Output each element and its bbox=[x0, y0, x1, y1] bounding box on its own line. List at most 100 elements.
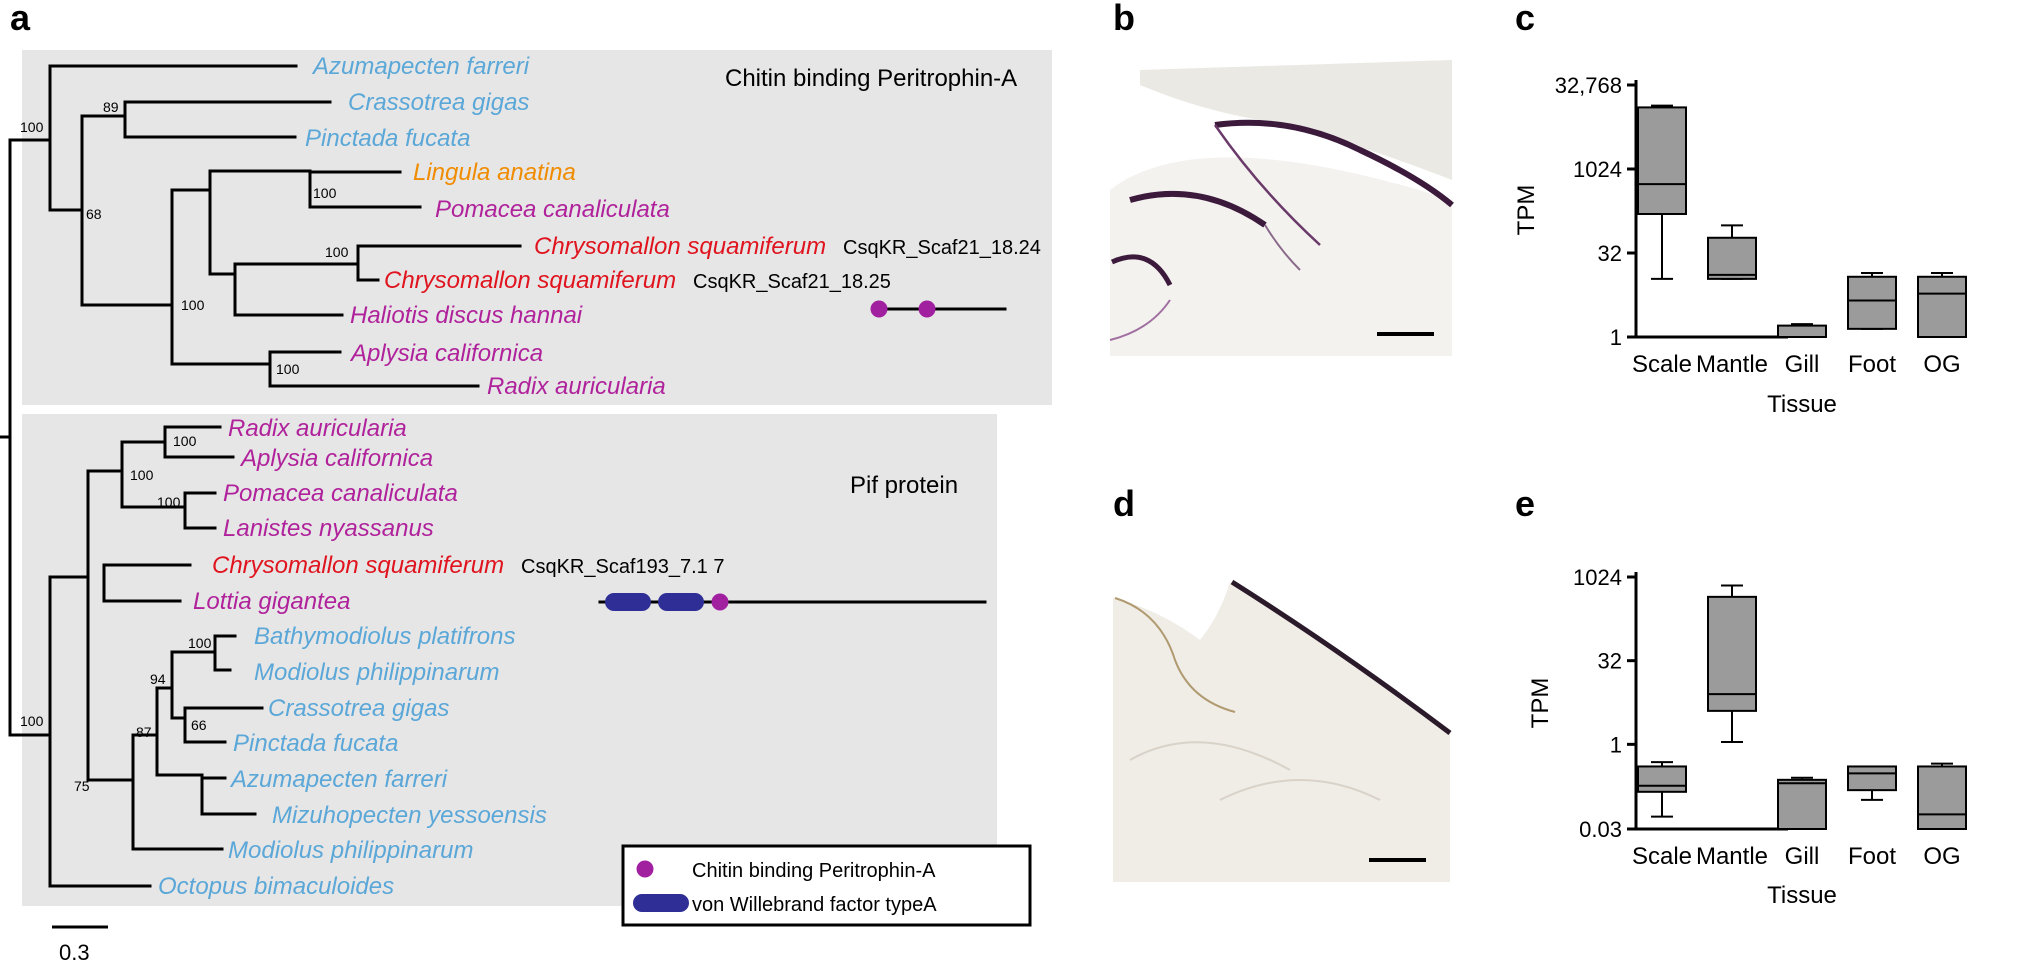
gene-id: CsqKR_Scaf193_7.1 7 bbox=[521, 556, 724, 578]
domain-legend: Chitin binding Peritrophin-A von Willebr… bbox=[621, 844, 1032, 927]
bootstrap-value: 100 bbox=[325, 244, 349, 260]
box bbox=[1847, 765, 1897, 792]
y-axis-label: TPM bbox=[1527, 678, 1554, 729]
peritrophin-legend-icon bbox=[636, 860, 654, 878]
peritrophin-domain-pif bbox=[711, 593, 729, 611]
x-axis-label: Tissue bbox=[1767, 391, 1837, 418]
bootstrap-value: 89 bbox=[103, 99, 119, 115]
taxon-label: Aplysia californica bbox=[349, 340, 543, 367]
taxon-label: Radix auricularia bbox=[487, 373, 666, 400]
y-tick-label: 1024 bbox=[1573, 565, 1622, 590]
bootstrap-value: 68 bbox=[86, 206, 102, 222]
taxon-label: Pomacea canaliculata bbox=[223, 480, 458, 507]
box bbox=[1637, 106, 1687, 215]
y-tick-label: 32,768 bbox=[1555, 73, 1622, 98]
taxon-label: Modiolus philippinarum bbox=[254, 659, 499, 686]
taxon-label: Chrysomallon squamiferum bbox=[212, 552, 504, 579]
x-tick-label: OG bbox=[1923, 843, 1960, 870]
gene-id: CsqKR_Scaf21_18.25 bbox=[693, 271, 891, 293]
tree-branches bbox=[0, 64, 1007, 888]
x-tick-label: Mantle bbox=[1696, 843, 1768, 870]
taxon-label: Pomacea canaliculata bbox=[435, 196, 670, 223]
histology-image-b bbox=[1109, 60, 1454, 356]
taxon-label: Aplysia californica bbox=[239, 445, 433, 472]
bootstrap-value: 66 bbox=[191, 717, 207, 733]
taxon-label: Chrysomallon squamiferum bbox=[534, 233, 826, 260]
vwa-domain-2 bbox=[658, 593, 704, 611]
bootstrap-value: 100 bbox=[276, 361, 300, 377]
bootstrap-value: 100 bbox=[181, 297, 205, 313]
x-tick-label: Gill bbox=[1785, 351, 1820, 378]
taxon-label: Chrysomallon squamiferum bbox=[384, 267, 676, 294]
taxon-label: Azumapecten farreri bbox=[311, 53, 530, 80]
x-tick-label: Foot bbox=[1848, 843, 1896, 870]
bootstrap-value: 100 bbox=[173, 433, 197, 449]
clade-label-peritrophin: Chitin binding Peritrophin-A bbox=[725, 65, 1017, 92]
taxon-label: Lanistes nyassanus bbox=[223, 515, 434, 542]
x-tick-label: OG bbox=[1923, 351, 1960, 378]
taxon-label: Radix auricularia bbox=[228, 415, 407, 442]
taxon-label: Azumapecten farreri bbox=[229, 766, 448, 793]
clade-bg-peritrophin bbox=[22, 50, 1052, 405]
vwa-legend-icon bbox=[633, 894, 689, 912]
scale-bar-label: 0.3 bbox=[59, 940, 90, 963]
y-tick-label: 0.03 bbox=[1579, 817, 1622, 842]
clade-label-pif: Pif protein bbox=[850, 472, 958, 499]
gene-id: CsqKR_Scaf21_18.24 bbox=[843, 237, 1041, 259]
y-axis-label: TPM bbox=[1513, 185, 1540, 236]
box bbox=[1917, 765, 1967, 830]
panel-label-a: a bbox=[10, 0, 31, 38]
box bbox=[1917, 275, 1967, 339]
panel-label-e: e bbox=[1515, 483, 1535, 524]
taxon-label: Crassotrea gigas bbox=[348, 89, 529, 116]
taxon-label: Lingula anatina bbox=[413, 159, 576, 186]
box bbox=[1707, 236, 1757, 280]
peritrophin-domain-2 bbox=[918, 300, 936, 318]
bootstrap-value: 100 bbox=[313, 185, 337, 201]
bootstrap-value: 100 bbox=[20, 119, 44, 135]
x-axis-label: Tissue bbox=[1767, 882, 1837, 909]
y-tick-label: 1024 bbox=[1573, 157, 1622, 182]
panel-label-c: c bbox=[1515, 0, 1535, 38]
taxon-label: Octopus bimaculoides bbox=[158, 873, 394, 900]
y-tick-label: 32 bbox=[1598, 649, 1622, 674]
box bbox=[1847, 275, 1897, 330]
legend-label-peritrophin: Chitin binding Peritrophin-A bbox=[692, 860, 936, 882]
taxon-label: Pinctada fucata bbox=[305, 125, 470, 152]
taxon-label: Lottia gigantea bbox=[193, 588, 350, 615]
taxon-label: Modiolus philippinarum bbox=[228, 837, 473, 864]
panel-label-d: d bbox=[1113, 483, 1135, 524]
bootstrap-value: 100 bbox=[157, 494, 181, 510]
x-tick-label: Scale bbox=[1632, 843, 1692, 870]
x-tick-label: Mantle bbox=[1696, 351, 1768, 378]
box bbox=[1777, 778, 1827, 830]
bootstrap-value: 87 bbox=[136, 724, 152, 740]
bootstrap-values: 89 100 68 100 100 100 100 100 100 100 10… bbox=[20, 99, 349, 794]
taxon-label: Bathymodiolus platifrons bbox=[254, 623, 515, 650]
bootstrap-value: 94 bbox=[150, 671, 166, 687]
panel-label-b: b bbox=[1113, 0, 1135, 38]
taxon-label: Haliotis discus hannai bbox=[350, 302, 583, 329]
bootstrap-value: 100 bbox=[20, 713, 44, 729]
peritrophin-domain-1 bbox=[870, 300, 888, 318]
bootstrap-value: 100 bbox=[130, 467, 154, 483]
bootstrap-value: 100 bbox=[188, 635, 212, 651]
box bbox=[1777, 324, 1827, 339]
box bbox=[1707, 595, 1757, 712]
x-tick-label: Foot bbox=[1848, 351, 1896, 378]
x-tick-label: Gill bbox=[1785, 843, 1820, 870]
box bbox=[1637, 765, 1687, 793]
y-tick-label: 32 bbox=[1598, 241, 1622, 266]
taxon-labels: Azumapecten farreri Crassotrea gigas Pin… bbox=[158, 53, 1041, 900]
bootstrap-value: 75 bbox=[74, 778, 90, 794]
x-tick-label: Scale bbox=[1632, 351, 1692, 378]
vwa-domain-1 bbox=[605, 593, 651, 611]
taxon-label: Crassotrea gigas bbox=[268, 695, 449, 722]
legend-label-vwa: von Willebrand factor typeA bbox=[692, 894, 937, 916]
y-tick-label: 1 bbox=[1610, 325, 1622, 350]
y-tick-label: 1 bbox=[1610, 732, 1622, 757]
histology-image-d bbox=[1113, 537, 1452, 882]
